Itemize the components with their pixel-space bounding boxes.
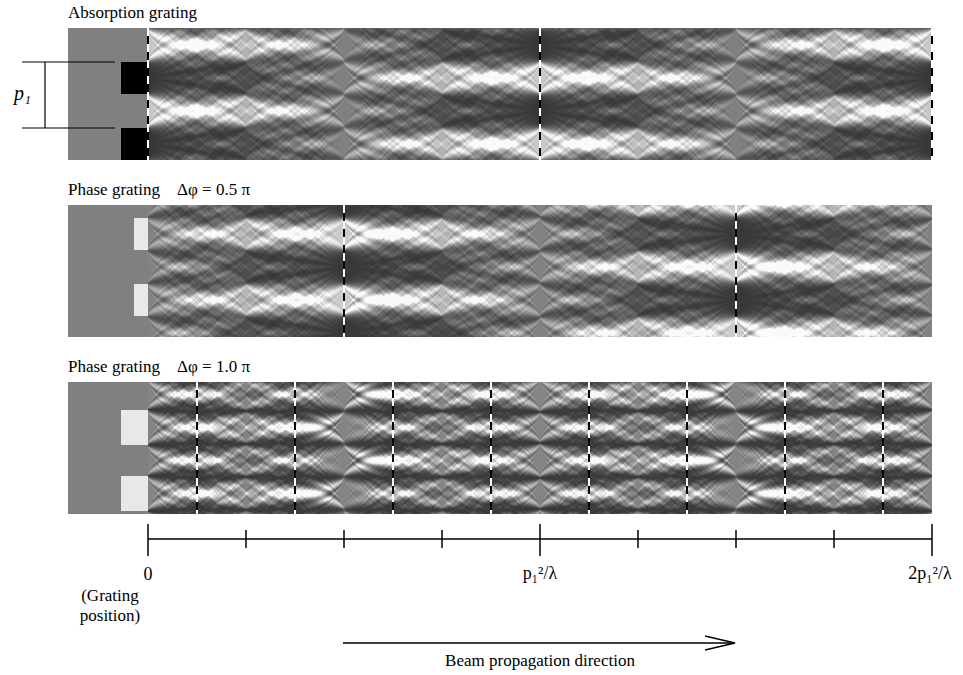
self-image-marker: [490, 382, 492, 514]
bracket-line: [22, 127, 115, 128]
self-image-marker: [735, 205, 737, 337]
axis-tick: [833, 530, 835, 548]
self-image-marker: [343, 205, 345, 337]
self-image-marker: [784, 382, 786, 514]
incident-beam: [68, 382, 148, 514]
self-image-marker: [686, 382, 688, 514]
grating-bar: [121, 476, 148, 511]
bracket-line: [22, 61, 115, 62]
self-image-marker: [588, 382, 590, 514]
self-image-marker: [392, 382, 394, 514]
self-image-marker: [294, 382, 296, 514]
panel-label: Absorption grating: [68, 3, 197, 23]
grating-bar: [121, 410, 148, 445]
axis-label: 0: [144, 564, 153, 585]
axis-tick: [637, 530, 639, 548]
grating-panel: [68, 205, 932, 337]
axis-tick: [931, 524, 933, 556]
grating-bar: [121, 62, 148, 94]
self-image-marker: [686, 382, 688, 514]
panel-label: Phase grating Δφ = 1.0 π: [68, 357, 250, 377]
axis-label: (Grating position): [62, 586, 158, 625]
axis-tick: [441, 530, 443, 548]
self-image-marker: [784, 382, 786, 514]
axis-label: p₁²/λ: [523, 563, 557, 584]
period-label: p₁: [14, 82, 31, 105]
grating-panel: [68, 28, 932, 160]
direction-arrow: [343, 636, 735, 650]
axis-label: 2p₁²/λ: [908, 563, 951, 584]
period-bracket: [22, 62, 115, 128]
self-image-marker: [490, 382, 492, 514]
incident-beam: [68, 205, 148, 337]
talbot-carpet: [148, 205, 932, 337]
self-image-marker: [882, 382, 884, 514]
self-image-marker: [294, 382, 296, 514]
self-image-marker: [392, 382, 394, 514]
grating-bar: [121, 128, 148, 160]
self-image-marker: [147, 28, 149, 160]
incident-beam: [68, 28, 148, 160]
panel-label: Beam propagation direction: [445, 651, 635, 671]
bracket-line: [44, 62, 45, 128]
talbot-carpet: [148, 28, 932, 160]
panel-label: Phase grating Δφ = 0.5 π: [68, 180, 250, 200]
axis-tick: [245, 530, 247, 548]
self-image-marker: [196, 382, 198, 514]
self-image-marker: [882, 382, 884, 514]
self-image-marker: [931, 28, 933, 160]
grating-bar: [134, 284, 148, 316]
self-image-marker: [343, 205, 345, 337]
grating-bar: [134, 218, 148, 250]
axis-tick: [539, 524, 541, 556]
self-image-marker: [539, 28, 541, 160]
self-image-marker: [588, 382, 590, 514]
axis-tick: [735, 530, 737, 548]
self-image-marker: [539, 28, 541, 160]
self-image-marker: [931, 28, 933, 160]
grating-panel: [68, 382, 932, 514]
distance-axis: [148, 524, 932, 556]
self-image-marker: [196, 382, 198, 514]
axis-tick: [343, 530, 345, 548]
self-image-marker: [735, 205, 737, 337]
axis-tick: [147, 524, 149, 556]
arrow-head: [705, 636, 735, 650]
arrow-shaft: [343, 642, 735, 643]
self-image-marker: [147, 28, 149, 160]
talbot-carpet: [148, 382, 932, 514]
